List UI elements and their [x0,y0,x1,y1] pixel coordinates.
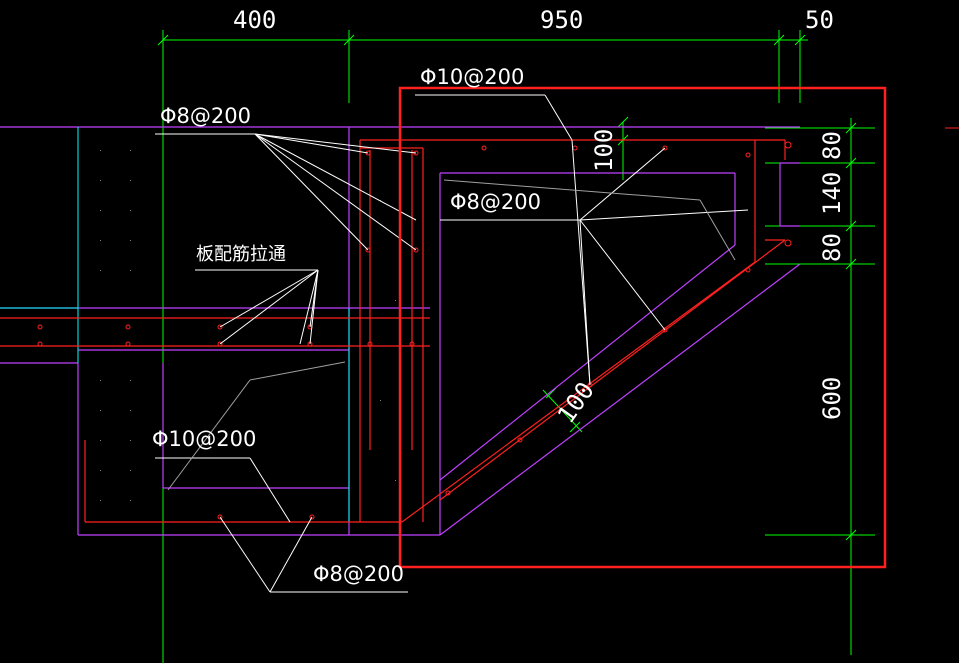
dim-600: 600 [818,377,846,420]
dim-80-bottom: 80 [818,233,846,262]
dim-80-top: 80 [818,131,846,160]
label-phi8-mid: Φ8@200 [450,190,541,214]
leader-lines [155,94,749,593]
dim-140: 140 [818,172,846,215]
hatch-dots [100,150,396,501]
dim-50: 50 [805,6,834,34]
dim-950: 950 [540,6,583,34]
grey-leaders [167,179,736,491]
cyan-lines [0,127,350,522]
label-phi8-left: Φ8@200 [160,104,251,128]
label-slab-rebar: 板配筋拉通 [196,244,286,265]
dim-400: 400 [233,6,276,34]
dim-100-top: 100 [590,129,618,172]
label-phi10-top: Φ10@200 [420,65,524,89]
label-phi8-bottom: Φ8@200 [313,562,404,586]
label-phi10-bottom: Φ10@200 [152,427,256,451]
highlight-box [398,86,887,569]
